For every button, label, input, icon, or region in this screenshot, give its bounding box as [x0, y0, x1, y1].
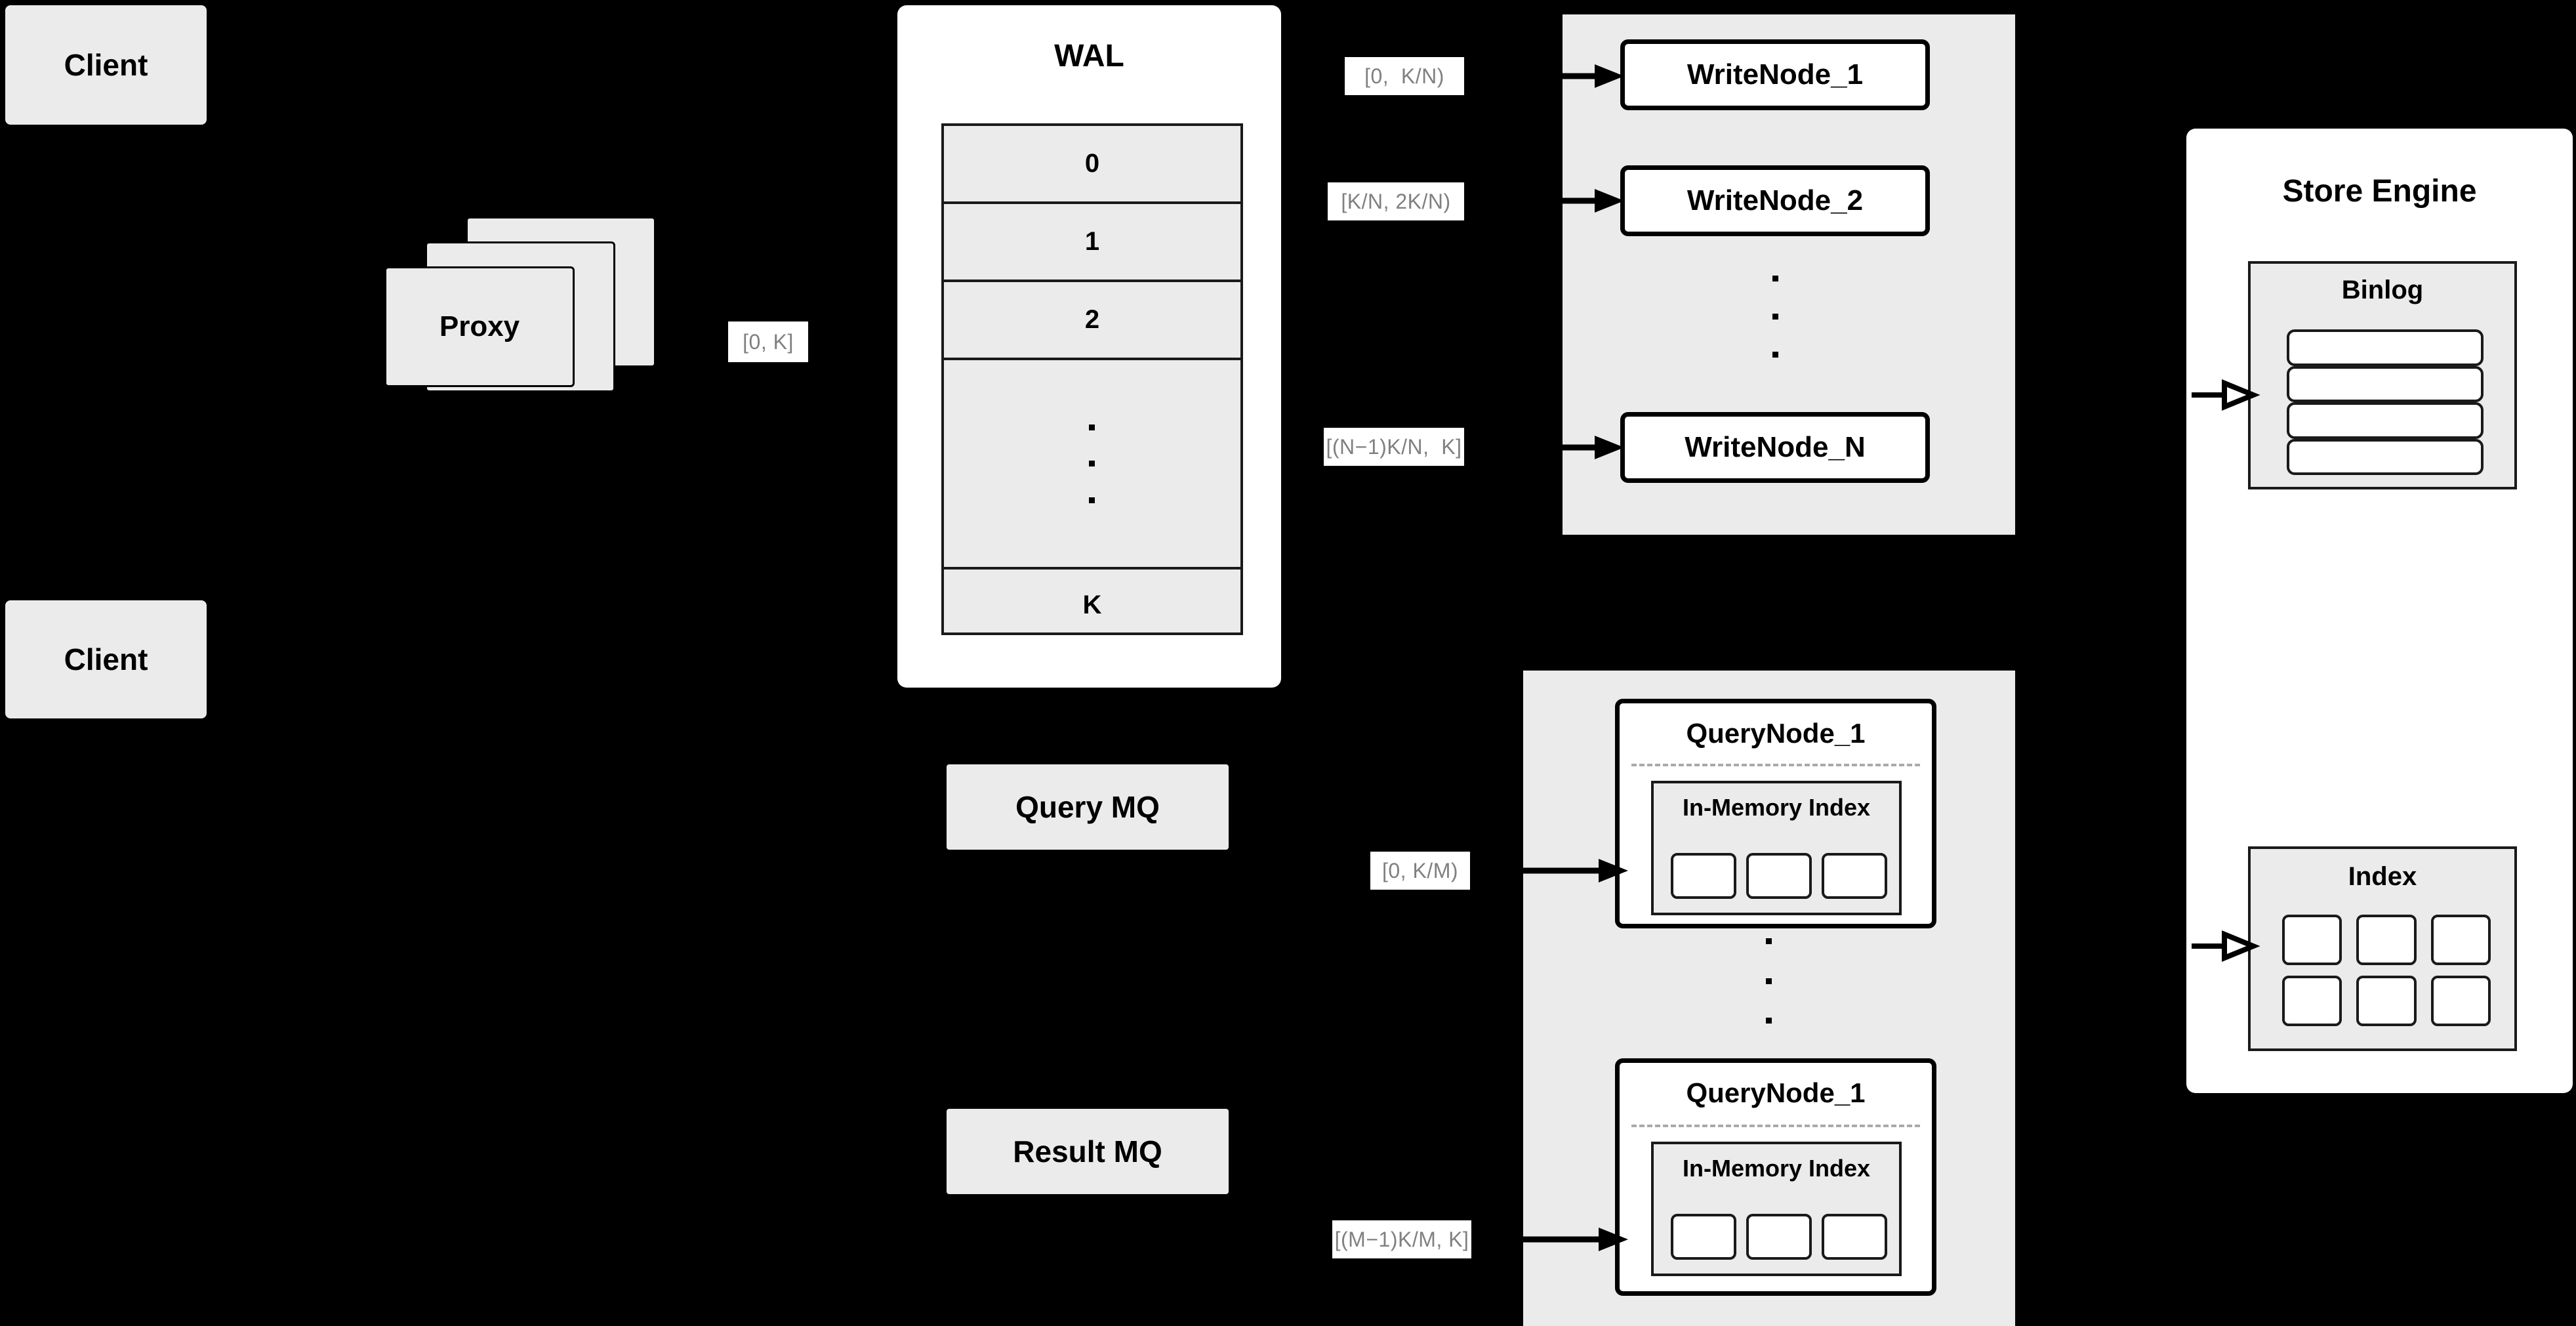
index-box: Index	[2248, 846, 2517, 1051]
wal-row-ellipsis	[944, 360, 1240, 570]
store-engine-title: Store Engine	[2282, 174, 2477, 209]
proxy-card-front[interactable]: Proxy	[384, 266, 575, 387]
query-node-1-in-memory-index-title: In-Memory Index	[1682, 794, 1871, 821]
wal-vertical-ellipsis-icon	[1089, 424, 1095, 503]
wal-row-label-k: K	[1082, 590, 1102, 619]
proxy-stack[interactable]: Proxy	[380, 217, 669, 426]
binlog-bar[interactable]	[2287, 329, 2484, 366]
write-node-1-range-text: [0, K/N)	[1364, 64, 1444, 88]
index-cell[interactable]	[2282, 915, 2342, 965]
write-node-n-range-text: [(N−1)K/N, K]	[1326, 434, 1462, 459]
binlog-title: Binlog	[2341, 276, 2424, 304]
query-node-1-index-cells	[1671, 853, 1887, 899]
binlog-bar[interactable]	[2287, 402, 2484, 439]
query-node-m-divider	[1631, 1125, 1920, 1127]
client-box-1[interactable]: Client	[5, 5, 207, 125]
arrow-to-write-node-2	[1506, 189, 1624, 213]
query-node-1-index-cell[interactable]	[1746, 853, 1812, 899]
binlog-bar[interactable]	[2287, 438, 2484, 475]
arrow-to-query-node-1	[1522, 859, 1628, 882]
binlog-bars	[2287, 329, 2484, 475]
wal-row-label-0: 0	[1084, 149, 1100, 178]
wal-row-2[interactable]: 2	[944, 282, 1240, 360]
proxy-range-label: [0, K]	[728, 321, 808, 362]
write-node-2-range-text: [K/N, 2K/N)	[1341, 189, 1451, 213]
write-node-n[interactable]: WriteNode_N	[1620, 412, 1930, 483]
arrow-to-write-node-1	[1506, 64, 1624, 88]
proxy-range-text: [0, K]	[743, 329, 794, 354]
result-mq-box[interactable]: Result MQ	[947, 1109, 1229, 1194]
wal-row-label-2: 2	[1084, 305, 1100, 334]
query-cluster-vertical-ellipsis-icon	[1766, 938, 1772, 1024]
write-node-2-label: WriteNode_2	[1687, 184, 1864, 217]
wal-row-1[interactable]: 1	[944, 204, 1240, 282]
index-title: Index	[2348, 862, 2417, 891]
write-node-1[interactable]: WriteNode_1	[1620, 39, 1930, 110]
query-node-m-in-memory-index-title: In-Memory Index	[1682, 1155, 1871, 1182]
write-cluster-vertical-ellipsis-icon	[1772, 276, 1778, 358]
index-cells	[2282, 915, 2491, 1026]
wal-row-0[interactable]: 0	[944, 126, 1240, 204]
index-cell[interactable]	[2356, 915, 2417, 965]
wal-row-k[interactable]: K	[944, 570, 1240, 640]
query-node-m-index-cell[interactable]	[1746, 1214, 1812, 1260]
query-node-1-divider	[1631, 764, 1920, 766]
index-cell[interactable]	[2282, 976, 2342, 1026]
query-node-m-index-cell[interactable]	[1671, 1214, 1736, 1260]
proxy-label: Proxy	[439, 310, 520, 342]
query-node-1[interactable]: QueryNode_1 In-Memory Index	[1615, 699, 1936, 928]
query-node-m-index-cells	[1671, 1214, 1887, 1260]
wal-row-label-1: 1	[1084, 227, 1100, 256]
write-node-n-range-label: [(N−1)K/N, K]	[1324, 428, 1464, 466]
index-cell[interactable]	[2430, 976, 2491, 1026]
query-node-1-index-cell[interactable]	[1822, 853, 1887, 899]
query-mq-label: Query MQ	[1015, 790, 1160, 824]
wal-table: 0 1 2 K	[941, 123, 1243, 635]
query-node-m-range-text: [(M−1)K/M, K]	[1334, 1227, 1469, 1251]
query-node-m-index-cell[interactable]	[1822, 1214, 1887, 1260]
result-mq-label: Result MQ	[1013, 1134, 1162, 1169]
arrow-to-write-node-n	[1506, 436, 1624, 459]
arrow-to-query-node-m	[1522, 1228, 1628, 1251]
write-node-2[interactable]: WriteNode_2	[1620, 165, 1930, 236]
query-node-1-index-cell[interactable]	[1671, 853, 1736, 899]
query-node-m[interactable]: QueryNode_1 In-Memory Index	[1615, 1058, 1936, 1296]
client-box-2[interactable]: Client	[5, 600, 207, 718]
query-node-1-range-label: [0, K/M)	[1370, 852, 1470, 890]
arrow-to-index	[2192, 930, 2260, 962]
query-node-1-in-memory-index: In-Memory Index	[1651, 781, 1902, 915]
binlog-box: Binlog	[2248, 261, 2517, 489]
query-node-1-label: QueryNode_1	[1686, 718, 1866, 749]
query-node-m-label: QueryNode_1	[1686, 1077, 1866, 1108]
arrow-to-binlog	[2192, 379, 2260, 411]
index-cell[interactable]	[2430, 915, 2491, 965]
query-node-m-range-label: [(M−1)K/M, K]	[1332, 1220, 1471, 1258]
query-node-m-in-memory-index: In-Memory Index	[1651, 1142, 1902, 1276]
write-node-n-label: WriteNode_N	[1685, 431, 1866, 463]
write-node-1-label: WriteNode_1	[1687, 58, 1864, 91]
query-node-1-range-text: [0, K/M)	[1381, 858, 1458, 882]
client-label-1: Client	[64, 48, 148, 82]
write-node-2-range-label: [K/N, 2K/N)	[1328, 182, 1464, 220]
binlog-bar[interactable]	[2287, 365, 2484, 402]
write-node-1-range-label: [0, K/N)	[1345, 57, 1464, 95]
wal-title: WAL	[1054, 39, 1124, 73]
index-cell[interactable]	[2356, 976, 2417, 1026]
client-label-2: Client	[64, 642, 148, 676]
query-mq-box[interactable]: Query MQ	[947, 764, 1229, 850]
